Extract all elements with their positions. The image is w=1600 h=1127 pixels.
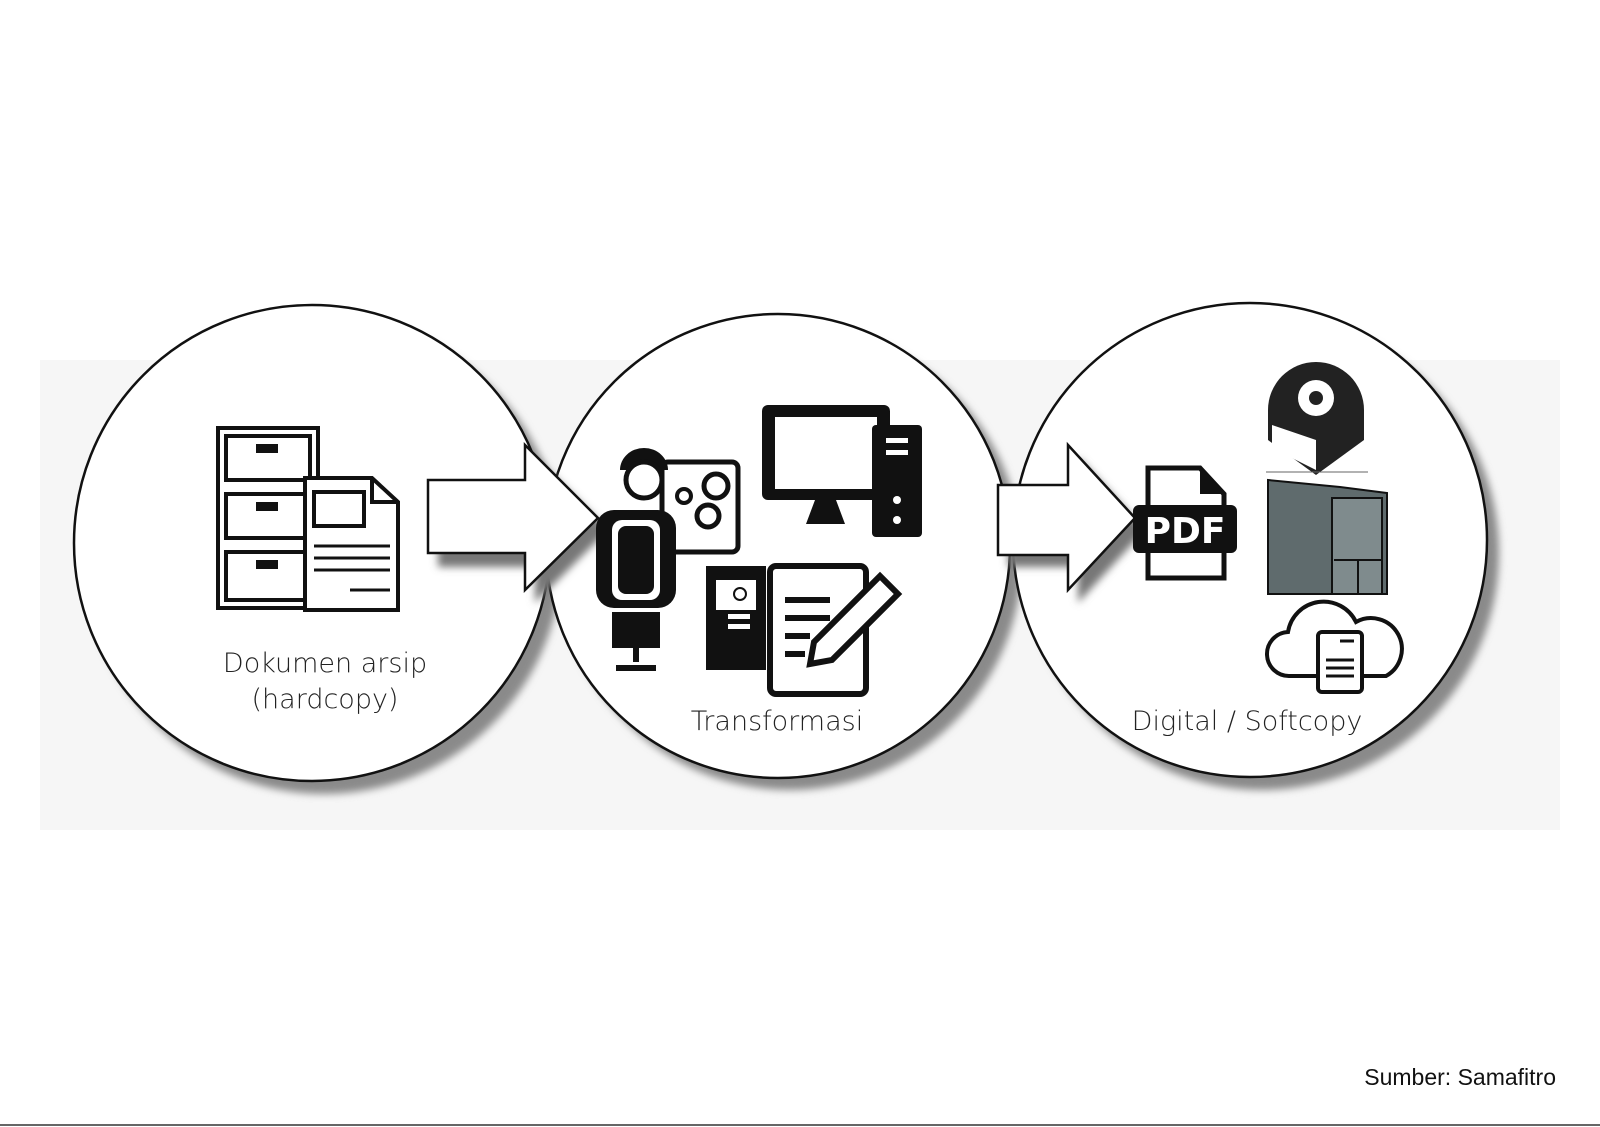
server-tower-icon — [1267, 478, 1388, 595]
arrow-icon — [996, 441, 1145, 603]
disc-storage-icon — [1266, 362, 1368, 475]
arrow-icon — [426, 441, 608, 603]
document-edit-icon — [767, 563, 903, 697]
operator-with-gears-icon — [596, 448, 741, 671]
source-caption: Sumber: Samafitro — [1364, 1064, 1556, 1090]
stage-label-hardcopy-line2: (hardcopy) — [252, 684, 399, 715]
stage-label-transformation: Transformasi — [691, 706, 863, 737]
pdf-file-icon: PDF — [1133, 465, 1237, 581]
bottom-divider — [0, 1124, 1600, 1126]
pdf-label: PDF — [1145, 511, 1226, 552]
cloud-server-icon — [1265, 599, 1404, 694]
stage-label-hardcopy-line1: Dokumen arsip — [223, 648, 427, 679]
printer-icon — [706, 566, 766, 670]
document-icon — [303, 476, 400, 612]
stage-label-digital: Digital / Softcopy — [1132, 706, 1363, 737]
desktop-computer-icon — [762, 405, 922, 537]
